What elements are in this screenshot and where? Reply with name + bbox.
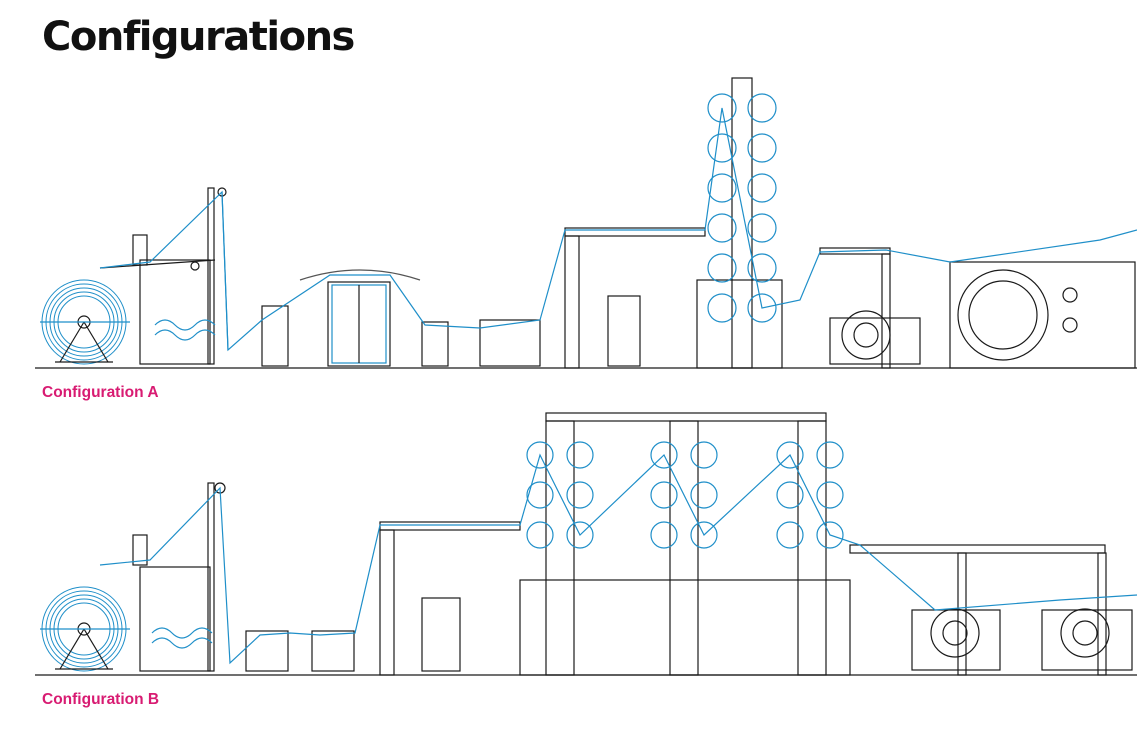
capstan-unit-2: [1041, 608, 1133, 671]
configuration-a-label: Configuration A: [42, 384, 159, 401]
pinch-unit: [421, 321, 449, 367]
configuration-a-diagram: [35, 77, 1137, 369]
payoff-coil: [40, 279, 130, 365]
page-title: Configurations: [42, 14, 355, 60]
feed-cabinet: [299, 269, 421, 367]
accumulator-tower: [696, 77, 783, 369]
overhead-gantry-2: [849, 544, 1107, 676]
triple-accumulator: [519, 412, 851, 676]
straightener-unit: [261, 305, 289, 367]
caterpillar-unit: [819, 247, 921, 369]
wire-path: [99, 453, 1137, 665]
overhead-gantry: [564, 227, 706, 369]
wire-path: [99, 107, 1137, 352]
straightener-unit-2: [311, 630, 355, 672]
guide-unit: [421, 597, 461, 672]
guide-unit: [607, 295, 641, 367]
take-up-drum: [949, 261, 1136, 369]
dancer-tower: [99, 187, 229, 365]
configuration-b-label: Configuration B: [42, 691, 160, 708]
capstan-unit: [479, 319, 541, 367]
payoff-coil: [40, 586, 130, 672]
dancer-tower: [132, 482, 226, 672]
capstan-unit-1: [911, 608, 1001, 671]
configuration-b-diagram: [35, 412, 1137, 676]
straightener-unit-1: [245, 630, 289, 672]
